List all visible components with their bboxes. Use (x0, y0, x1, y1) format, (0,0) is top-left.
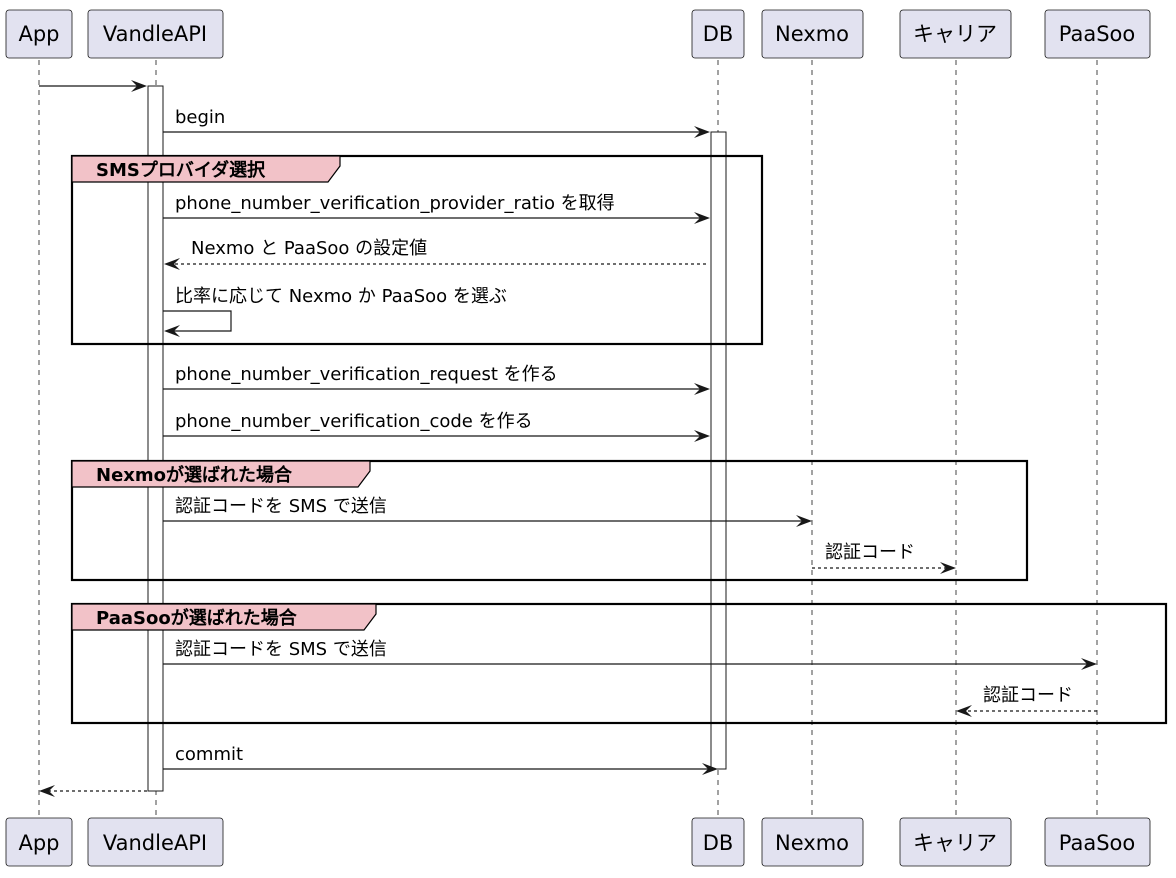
message-label: 認証コード (825, 542, 915, 563)
message-create-code: phone_number_verification_code を作る (163, 411, 710, 442)
message-label: begin (175, 107, 225, 128)
activation-vandleapi (147, 85, 164, 792)
message-label: phone_number_verification_request を作る (175, 364, 558, 385)
message-begin: begin (163, 107, 710, 138)
participant-carrier-bottom: キャリア (899, 817, 1012, 867)
participant-label: キャリア (913, 22, 997, 46)
participant-label: DB (703, 22, 734, 46)
message-settings-return: Nexmo と PaaSoo の設定値 (164, 238, 706, 270)
message-label: 認証コードを SMS で送信 (175, 639, 387, 660)
participant-label: Nexmo (775, 22, 849, 46)
message-choose-provider: 比率に応じて Nexmo か PaaSoo を選ぶ (163, 286, 507, 337)
message-label: phone_number_verification_provider_ratio… (175, 193, 615, 214)
participants-bottom: App VandleAPI DB Nexmo キャリア PaaSoo (5, 817, 1151, 867)
message-nexmo-send-sms: 認証コードを SMS で送信 (163, 496, 812, 527)
message-label: phone_number_verification_code を作る (175, 411, 533, 432)
frame-label: PaaSooが選ばれた場合 (96, 607, 298, 629)
participant-vandleapi-bottom: VandleAPI (87, 817, 224, 867)
participant-label: DB (703, 831, 734, 855)
arrowhead (694, 212, 710, 224)
participants-top: App VandleAPI DB Nexmo キャリア PaaSoo (5, 9, 1151, 59)
frame-nexmo-selected: Nexmoが選ばれた場合 (70, 459, 1029, 582)
arrowhead (694, 383, 710, 395)
message-get-provider-ratio: phone_number_verification_provider_ratio… (163, 193, 710, 224)
arrowhead (39, 785, 55, 797)
message-paasoo-send-sms: 認証コードを SMS で送信 (163, 639, 1097, 670)
message-create-request: phone_number_verification_request を作る (163, 364, 710, 395)
arrowhead (1081, 658, 1097, 670)
participant-nexmo-bottom: Nexmo (761, 817, 864, 867)
message-app-to-api (39, 80, 147, 92)
participant-nexmo-top: Nexmo (761, 9, 864, 59)
participant-label: VandleAPI (103, 22, 207, 46)
arrowhead (940, 562, 956, 574)
message-paasoo-to-carrier: 認証コード (956, 685, 1097, 717)
message-label: 認証コードを SMS で送信 (175, 496, 387, 517)
participant-label: App (18, 22, 59, 46)
activation-db (710, 131, 727, 770)
participant-label: Nexmo (775, 831, 849, 855)
frame-sms-provider: SMSプロバイダ選択 (70, 154, 764, 346)
arrowhead (694, 126, 710, 138)
participant-label: VandleAPI (103, 831, 207, 855)
frame-label: Nexmoが選ばれた場合 (96, 464, 293, 486)
message-label: 認証コード (983, 685, 1073, 706)
participant-app-top: App (5, 9, 73, 59)
participant-carrier-top: キャリア (899, 9, 1012, 59)
participant-db-bottom: DB (691, 817, 745, 867)
participant-paasoo-top: PaaSoo (1044, 9, 1151, 59)
frame-label: SMSプロバイダ選択 (96, 159, 266, 181)
message-commit: commit (163, 744, 718, 775)
arrowhead (164, 258, 180, 270)
arrowhead (796, 515, 812, 527)
arrowhead (956, 705, 972, 717)
participant-label: PaaSoo (1059, 831, 1135, 855)
message-api-to-app-return (39, 785, 147, 797)
message-label: Nexmo と PaaSoo の設定値 (191, 238, 427, 259)
message-nexmo-to-carrier: 認証コード (812, 542, 956, 574)
frame-paasoo-selected: PaaSooが選ばれた場合 (70, 602, 1168, 725)
participant-db-top: DB (691, 9, 745, 59)
arrowhead (131, 80, 147, 92)
participant-vandleapi-top: VandleAPI (87, 9, 224, 59)
arrowhead (694, 430, 710, 442)
message-label: commit (175, 744, 243, 765)
arrowhead (164, 325, 180, 337)
participant-app-bottom: App (5, 817, 73, 867)
participant-label: PaaSoo (1059, 22, 1135, 46)
participant-label: キャリア (913, 831, 997, 855)
participant-label: App (18, 831, 59, 855)
arrowhead (702, 763, 718, 775)
message-label: 比率に応じて Nexmo か PaaSoo を選ぶ (175, 286, 507, 307)
participant-paasoo-bottom: PaaSoo (1044, 817, 1151, 867)
